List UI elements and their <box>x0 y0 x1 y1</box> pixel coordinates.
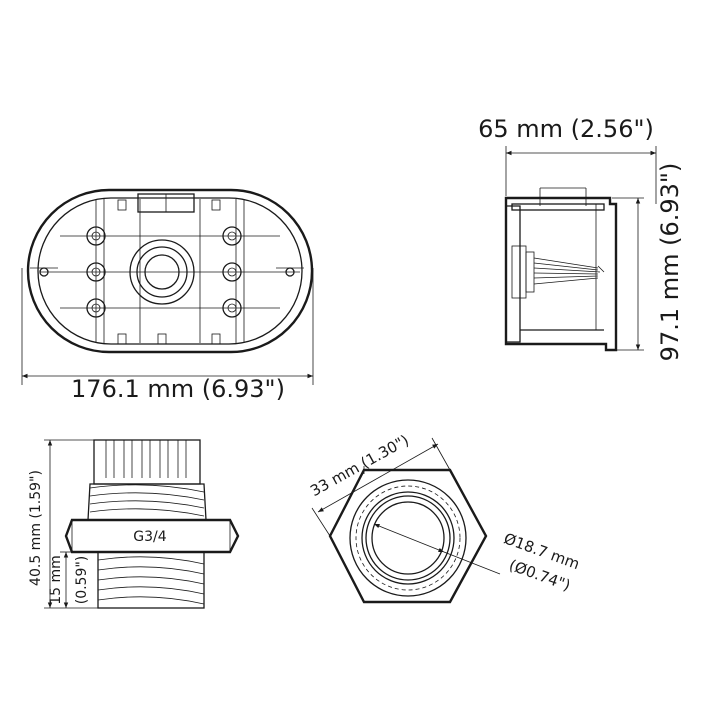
gland-height-label: 40.5 mm (1.59") <box>28 470 44 586</box>
box-depth-label: 65 mm (2.56") <box>478 115 654 143</box>
box-width-label: 176.1 mm (6.93") <box>71 375 285 403</box>
side-view-gland <box>511 245 605 299</box>
box-ribs <box>40 199 300 343</box>
gland-thread-mm-label: 15 mm <box>48 555 64 605</box>
gland-thread-dimension: 15 mm (0.59") <box>48 551 90 608</box>
box-outer-outline <box>26 188 314 354</box>
central-port-ring <box>136 246 188 298</box>
gland-height-dimension: 40.5 mm (1.59") <box>28 439 98 609</box>
box-depth-dimension: 65 mm (2.56") <box>478 115 657 204</box>
box-height-dimension: 97.1 mm (6.93") <box>608 163 684 362</box>
central-port-outer <box>129 239 195 305</box>
junction-box-top-view <box>26 188 314 354</box>
side-mounting-slots <box>30 267 304 277</box>
box-height-label: 97.1 mm (6.93") <box>656 163 684 362</box>
gland-cap <box>93 439 201 485</box>
gland-cap-knurls <box>105 440 187 478</box>
thread-size-label: G3/4 <box>133 529 166 545</box>
central-port-bore <box>144 254 180 290</box>
cable-gland-top-view <box>328 466 488 604</box>
gland-lower-thread <box>97 551 205 609</box>
edge-clips <box>117 199 221 345</box>
box-inner-outline <box>37 197 303 345</box>
gland-thread-in-label: (0.59") <box>74 556 90 605</box>
screw-bosses <box>86 226 242 318</box>
box-width-dimension: 176.1 mm (6.93") <box>21 268 314 403</box>
side-view-outline <box>504 196 618 352</box>
gland-hexagon <box>328 468 488 604</box>
junction-box-side-view <box>504 187 618 352</box>
cable-gland-side-view: G3/4 <box>64 439 240 609</box>
gland-upper-thread <box>87 483 207 521</box>
gland-hex-label: 33 mm (1.30") <box>307 431 412 500</box>
